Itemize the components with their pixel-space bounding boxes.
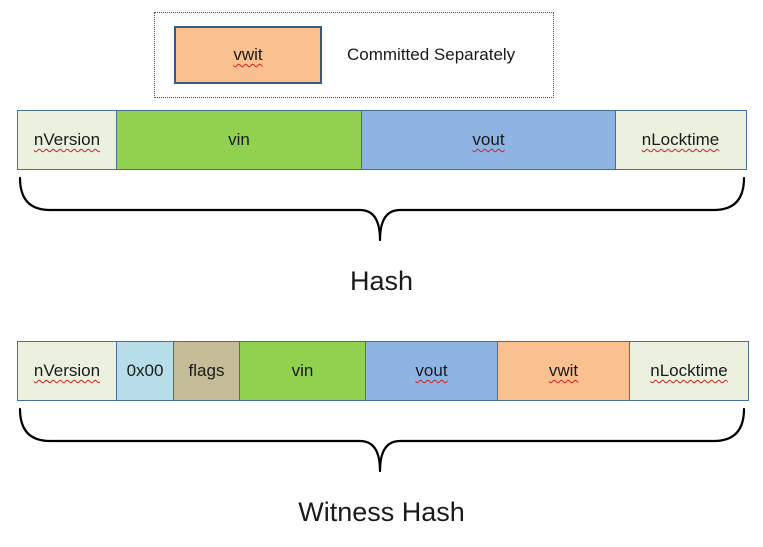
hash-brace xyxy=(18,176,746,242)
witness-cell-nlocktime: nLocktime xyxy=(629,341,749,401)
legend-vwit-swatch: vwit xyxy=(174,26,322,84)
hash-caption: Hash xyxy=(349,266,414,296)
legend-box: vwit Committed Separately xyxy=(154,12,554,98)
legend-description: Committed Separately xyxy=(347,45,516,64)
witness-row: nVersion 0x00 flags vin vout vwit nLockt… xyxy=(17,341,749,401)
hash-cell-vout-label: vout xyxy=(472,130,505,149)
hash-cell-vout: vout xyxy=(361,110,616,170)
hash-cell-nlocktime-label: nLocktime xyxy=(641,130,720,149)
hash-row: nVersion vin vout nLocktime xyxy=(17,110,747,170)
witness-cell-vwit-label: vwit xyxy=(548,361,579,380)
witness-cell-vin: vin xyxy=(238,341,367,401)
witness-cell-vin-label: vin xyxy=(291,361,314,380)
legend-vwit-label: vwit xyxy=(233,45,263,64)
witness-cell-nversion-label: nVersion xyxy=(33,361,101,380)
witness-cell-flags-label: flags xyxy=(188,361,225,380)
witness-cell-vout: vout xyxy=(365,341,498,401)
hash-cell-nlocktime: nLocktime xyxy=(614,110,747,170)
hash-cell-vin-label: vin xyxy=(228,130,250,149)
witness-cell-0x00: 0x00 xyxy=(115,341,175,401)
witness-hash-brace xyxy=(18,407,746,473)
witness-cell-nlocktime-label: nLocktime xyxy=(650,361,728,380)
witness-cell-0x00-label: 0x00 xyxy=(126,361,164,380)
witness-cell-vout-label: vout xyxy=(415,361,448,380)
witness-hash-caption: Witness Hash xyxy=(298,497,465,527)
witness-cell-nversion: nVersion xyxy=(17,341,117,401)
witness-cell-vwit: vwit xyxy=(496,341,631,401)
witness-cell-flags: flags xyxy=(173,341,240,401)
hash-cell-nversion-label: nVersion xyxy=(33,130,101,149)
hash-cell-vin: vin xyxy=(115,110,363,170)
hash-cell-nversion: nVersion xyxy=(17,110,117,170)
